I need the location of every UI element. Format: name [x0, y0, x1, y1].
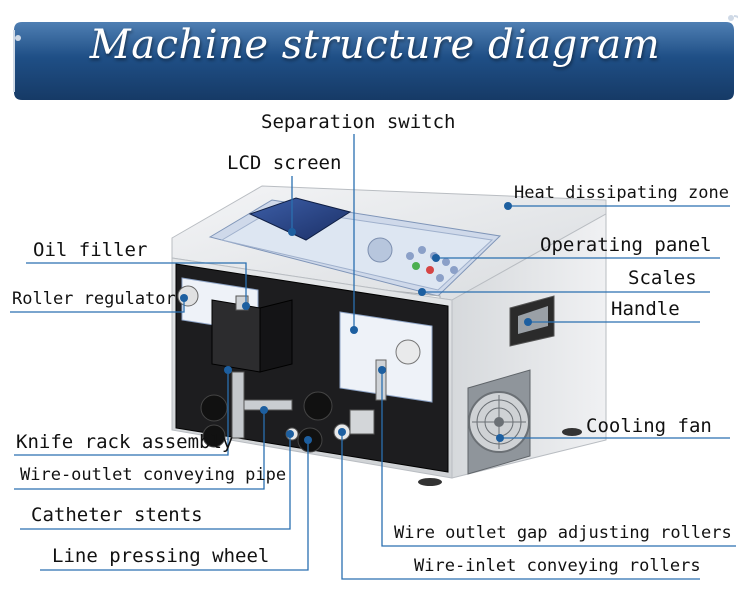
page-title: Machine structure diagram	[89, 22, 661, 68]
label-lcd-screen: LCD screen	[227, 152, 342, 174]
label-catheter-stents: Catheter stents	[31, 504, 203, 526]
label-wire-outlet-gap-adjusting-rollers: Wire outlet gap adjusting rollers	[394, 523, 732, 543]
label-roller-regulator: Roller regulator	[12, 289, 176, 309]
label-wire-outlet-conveying-pipe: Wire-outlet conveying pipe	[20, 465, 287, 485]
label-separation-switch: Separation switch	[261, 111, 456, 133]
label-knife-rack-assembly: Knife rack assembly	[16, 431, 234, 453]
label-operating-panel: Operating panel	[540, 234, 712, 256]
label-cooling-fan: Cooling fan	[586, 415, 712, 437]
cooling-fan-graphic	[467, 369, 531, 475]
label-oil-filler: Oil filler	[33, 239, 148, 261]
label-line-pressing-wheel: Line pressing wheel	[52, 545, 270, 567]
label-heat-dissipating-zone: Heat dissipating zone	[514, 183, 729, 203]
label-handle: Handle	[611, 298, 680, 320]
label-wire-inlet-conveying-rollers: Wire-inlet conveying rollers	[414, 556, 701, 576]
title-banner	[13, 15, 738, 100]
label-scales: Scales	[628, 267, 697, 289]
